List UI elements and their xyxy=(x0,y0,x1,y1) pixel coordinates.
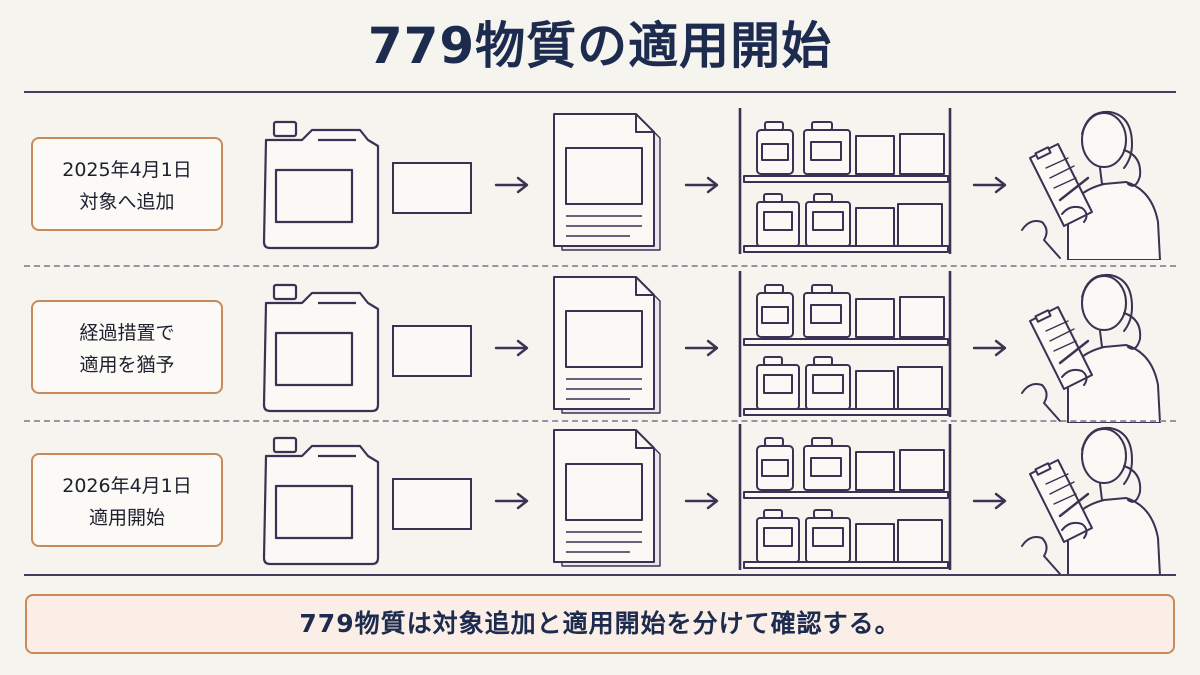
blank-label-box xyxy=(392,478,472,530)
row-label-line-2: 対象へ追加 xyxy=(79,191,175,213)
arrow-right-icon xyxy=(494,339,529,357)
row-label-box: 2026年4月1日 適用開始 xyxy=(31,453,223,547)
blank-label-box xyxy=(392,325,472,377)
container-jug-icon xyxy=(262,283,380,413)
arrow-right-icon xyxy=(684,492,719,510)
row-label-line-1: 2026年4月1日 xyxy=(62,475,192,497)
arrow-right-icon xyxy=(494,176,529,194)
blank-label-box xyxy=(392,162,472,214)
storage-shelf-icon xyxy=(738,424,952,570)
row-label-line-1: 経過措置で xyxy=(79,322,175,344)
arrow-right-icon xyxy=(972,492,1007,510)
summary-banner: 779物質は対象追加と適用開始を分けて確認する。 xyxy=(25,594,1175,654)
row-label-box: 経過措置で 適用を猶予 xyxy=(31,300,223,394)
storage-shelf-icon xyxy=(738,271,952,417)
title-divider xyxy=(24,91,1176,93)
row-3-illustration xyxy=(262,424,1161,576)
container-jug-icon xyxy=(262,436,380,566)
row-1: 2025年4月1日 対象へ追加 xyxy=(0,100,1200,260)
row-2: 経過措置で 適用を猶予 xyxy=(0,263,1200,423)
row-1-illustration xyxy=(262,108,1161,260)
bottom-divider xyxy=(24,574,1176,576)
row-label-line-2: 適用を猶予 xyxy=(79,354,175,376)
arrow-right-icon xyxy=(972,339,1007,357)
page-title: 779物質の適用開始 xyxy=(367,17,833,75)
arrow-right-icon xyxy=(684,176,719,194)
arrow-right-icon xyxy=(684,339,719,357)
arrow-right-icon xyxy=(972,176,1007,194)
container-jug-icon xyxy=(262,120,380,250)
inspector-person-icon xyxy=(1021,426,1161,576)
storage-shelf-icon xyxy=(738,108,952,254)
row-divider xyxy=(24,265,1176,267)
document-icon xyxy=(553,113,661,251)
row-divider xyxy=(24,420,1176,422)
row-3: 2026年4月1日 適用開始 xyxy=(0,416,1200,576)
inspector-person-icon xyxy=(1021,110,1161,260)
document-icon xyxy=(553,276,661,414)
inspector-person-icon xyxy=(1021,273,1161,423)
arrow-right-icon xyxy=(494,492,529,510)
document-icon xyxy=(553,429,661,567)
row-2-illustration xyxy=(262,271,1161,423)
row-label-line-2: 適用開始 xyxy=(88,507,165,529)
row-label-line-1: 2025年4月1日 xyxy=(62,159,192,181)
row-label-box: 2025年4月1日 対象へ追加 xyxy=(31,137,223,231)
